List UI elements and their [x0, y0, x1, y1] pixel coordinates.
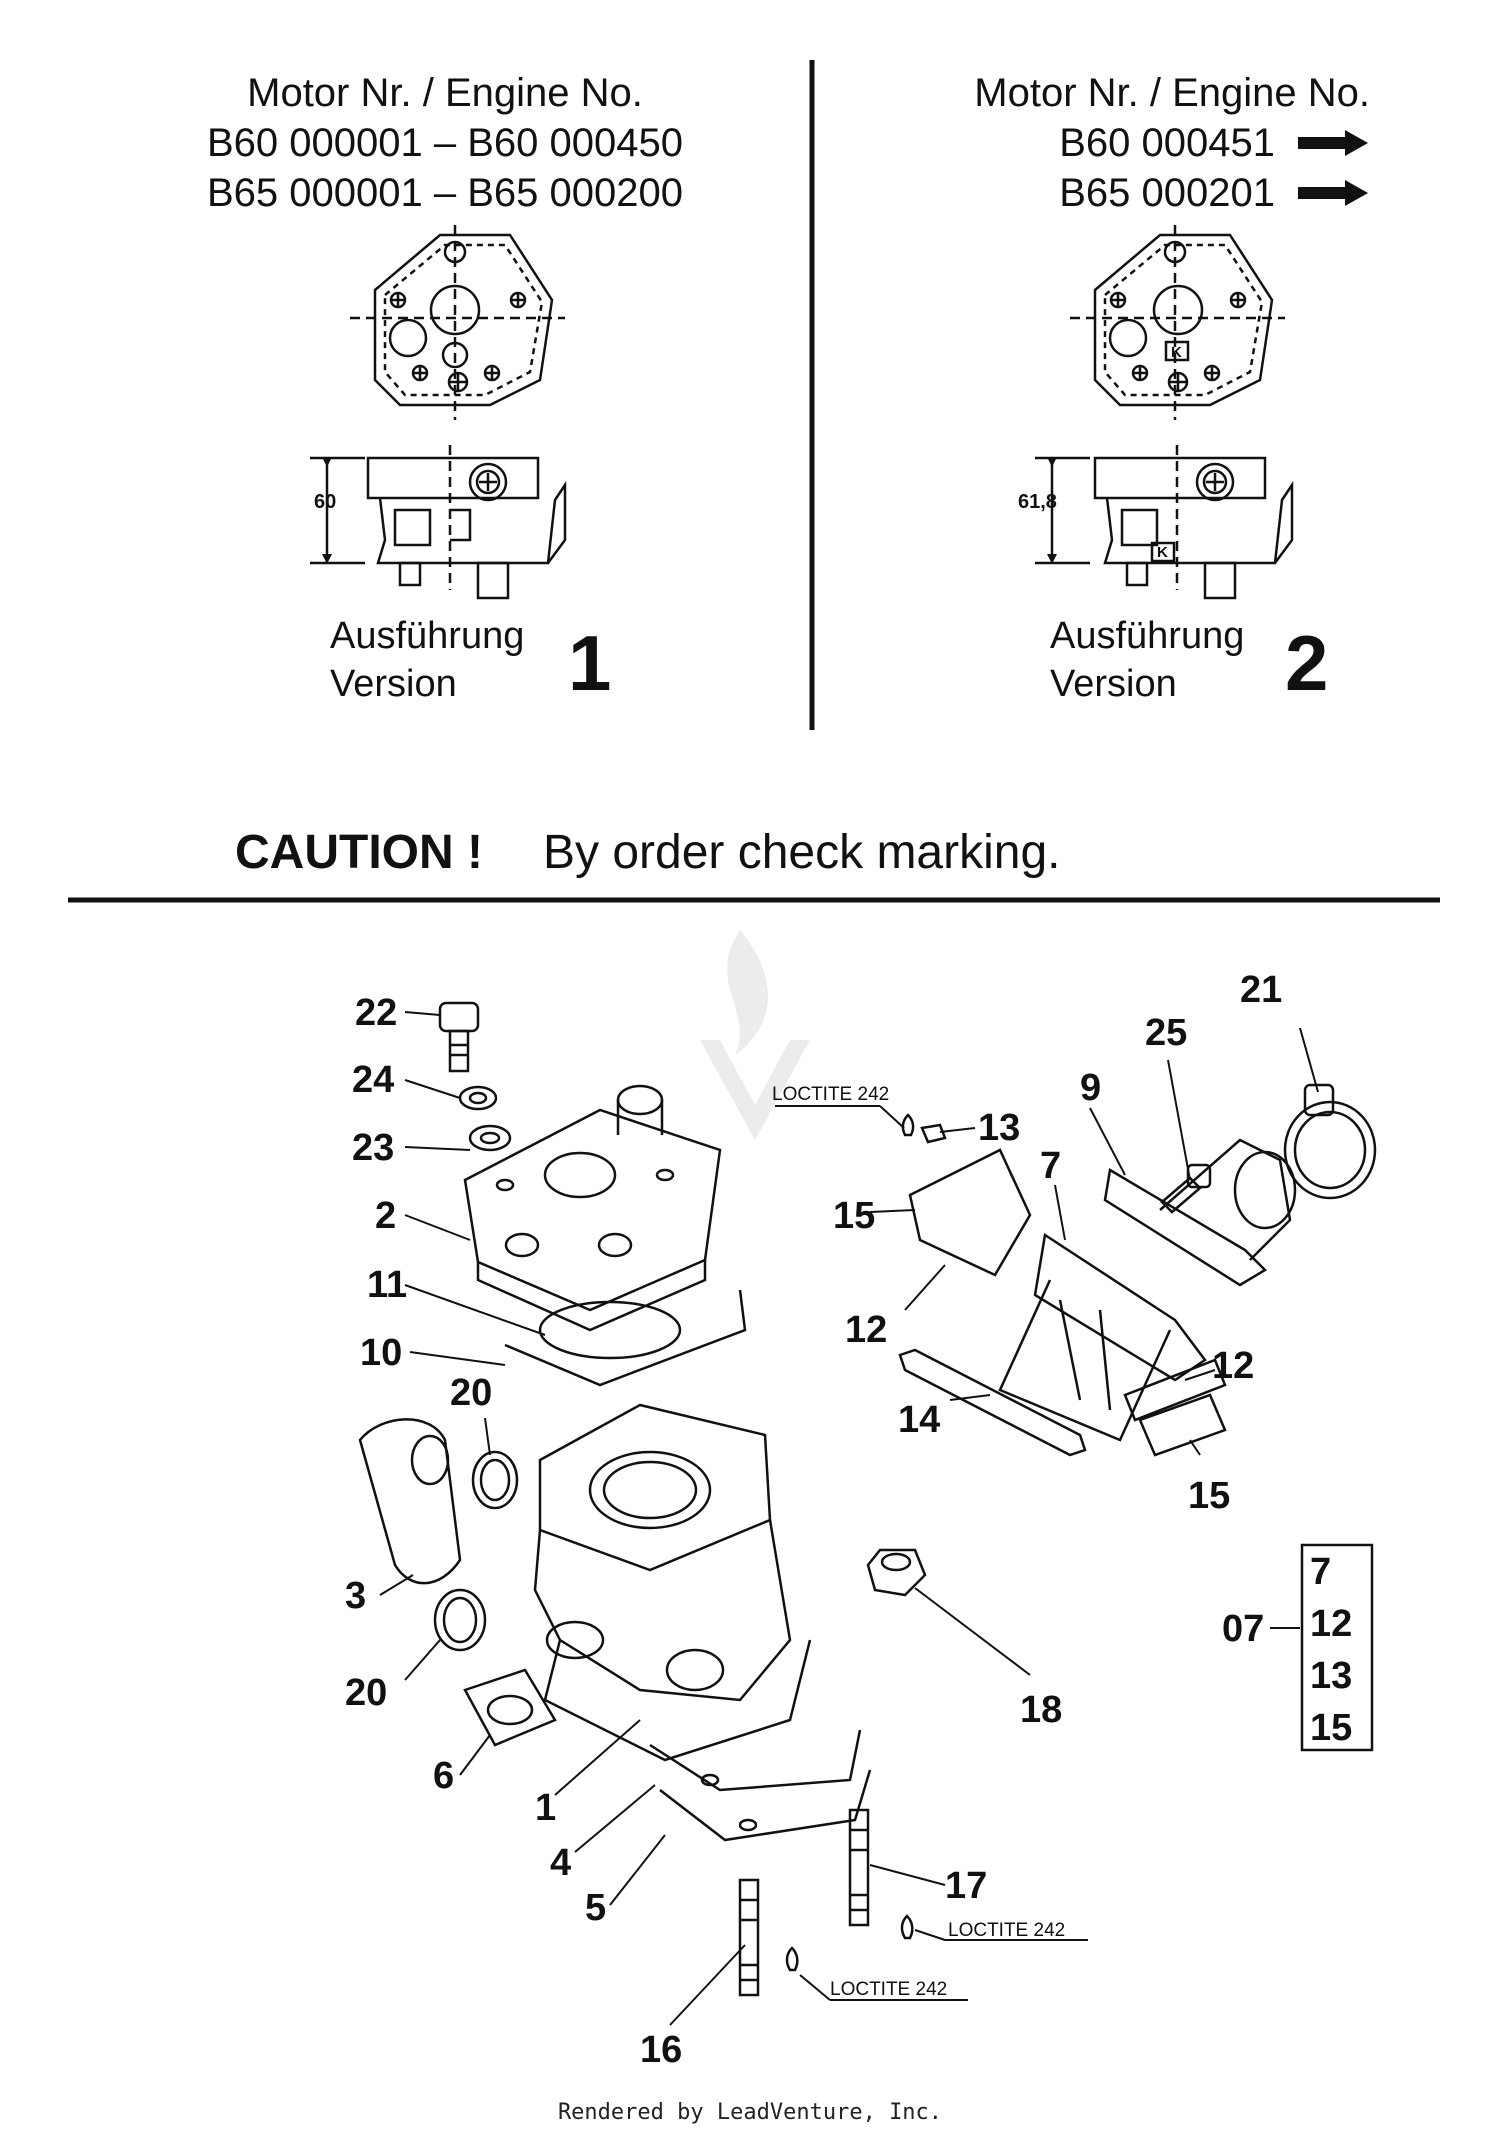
callout-numbers: 22 24 23 2 11 10 20 3 20 6 1 4 5 16 17 1…: [345, 969, 1282, 2071]
callout-7: 7: [1040, 1145, 1061, 1187]
callout-17: 17: [945, 1865, 987, 1907]
engine-range-b65-right: B65 000201: [1059, 171, 1275, 215]
callout-15-lower: 15: [1188, 1475, 1230, 1517]
caution-label: CAUTION !: [235, 826, 483, 879]
cylinder-head-top-view-2: [1070, 225, 1285, 420]
callout-11: 11: [367, 1264, 407, 1306]
engine-range-b60-right: B60 000451: [1059, 121, 1275, 165]
leadventure-watermark-logo: [700, 930, 810, 1140]
callout-20-lower: 20: [345, 1672, 387, 1714]
leader-lines: [379, 1011, 1319, 2026]
marking-k-top: K: [1171, 344, 1182, 361]
callout-4: 4: [550, 1842, 571, 1884]
version-number-1: 1: [568, 619, 612, 707]
cylinder-side-view-1: [310, 445, 567, 600]
cylinder-head-top-view-1: [350, 225, 565, 420]
version-en-label-right: Version: [1050, 663, 1177, 705]
callout-14: 14: [898, 1399, 940, 1441]
loctite-label-stud-16: LOCTITE 242: [830, 1979, 947, 2000]
callout-12-right: 12: [1212, 1345, 1254, 1387]
arrow-right-icon: [1298, 130, 1368, 156]
version-de-label-left: Ausführung: [330, 615, 525, 657]
version-number-2: 2: [1285, 619, 1329, 707]
callout-15-upper: 15: [833, 1195, 875, 1237]
callout-16: 16: [640, 2029, 682, 2071]
height-dimension-60: 60: [314, 491, 336, 513]
loctite-label-top: LOCTITE 242: [772, 1084, 889, 1105]
callout-10: 10: [360, 1332, 402, 1374]
cylinder-side-view-2: [1035, 445, 1294, 600]
loctite-label-stud-17: LOCTITE 242: [948, 1920, 1065, 1941]
callout-9: 9: [1080, 1067, 1101, 1109]
height-dimension-61-8: 61,8: [1018, 491, 1057, 513]
caution-text: By order check marking.: [542, 826, 1061, 879]
caution-notice: CAUTION ! By order check marking.: [235, 825, 1061, 880]
callout-23: 23: [352, 1127, 394, 1169]
kit-item-13: 13: [1310, 1655, 1352, 1697]
footer-credit: Rendered by LeadVenture, Inc.: [557, 2100, 943, 2125]
callout-3: 3: [345, 1575, 366, 1617]
callout-21: 21: [1240, 969, 1282, 1011]
callout-5: 5: [585, 1887, 606, 1929]
exploded-parts-drawing: [358, 1001, 1377, 1997]
engine-range-b65-left: B65 000001 – B65 000200: [207, 171, 683, 215]
version-en-label-left: Version: [330, 663, 457, 705]
kit-item-15: 15: [1310, 1707, 1352, 1749]
engine-no-label-right: Motor Nr. / Engine No.: [974, 71, 1370, 115]
callout-2: 2: [375, 1195, 396, 1237]
engine-no-label-left: Motor Nr. / Engine No.: [247, 71, 643, 115]
callout-12-left: 12: [845, 1309, 887, 1351]
callout-22: 22: [355, 992, 397, 1034]
callout-24: 24: [352, 1059, 394, 1101]
arrow-right-icon: [1298, 180, 1368, 206]
version-de-label-right: Ausführung: [1050, 615, 1245, 657]
callout-18: 18: [1020, 1689, 1062, 1731]
engine-range-b60-left: B60 000001 – B60 000450: [207, 121, 683, 165]
callout-6: 6: [433, 1755, 454, 1797]
callout-20-upper: 20: [450, 1372, 492, 1414]
callout-13: 13: [978, 1107, 1020, 1149]
kit-reference-label: 07: [1222, 1608, 1265, 1650]
kit-contents-box: 7 12 13 15: [1300, 1543, 1374, 1752]
kit-item-12: 12: [1310, 1603, 1352, 1645]
callout-1: 1: [535, 1787, 556, 1829]
marking-k-side: K: [1157, 544, 1168, 561]
kit-item-7: 7: [1310, 1551, 1331, 1593]
callout-25: 25: [1145, 1012, 1187, 1054]
